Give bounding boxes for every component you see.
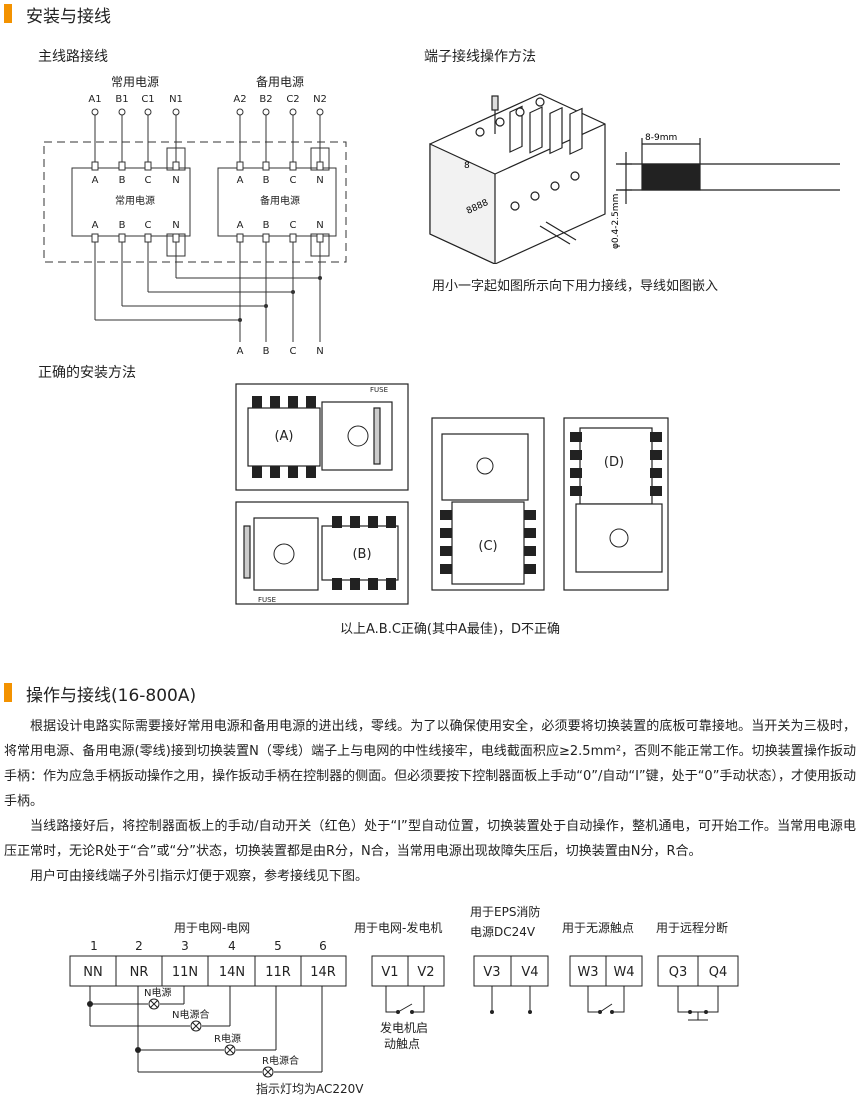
svg-text:Q4: Q4 — [709, 965, 728, 980]
svg-text:B2: B2 — [259, 94, 272, 105]
normal-source-label: 常用电源 — [111, 75, 159, 89]
wiring-title: 主线路接线 — [38, 49, 108, 65]
svg-text:C: C — [290, 175, 297, 186]
lamp-note: 指示灯均为AC220V — [256, 1081, 364, 1096]
label-b: (B) — [352, 547, 371, 562]
svg-text:2: 2 — [135, 939, 143, 953]
grid-title: 用于电网-电网 — [174, 921, 250, 935]
gen-title: 用于电网-发电机 — [354, 920, 442, 935]
backup-breaker-box — [217, 167, 337, 237]
svg-text:B: B — [263, 346, 270, 357]
svg-text:N电源合: N电源合 — [172, 1008, 209, 1021]
backup-source-label: 备用电源 — [256, 75, 304, 89]
svg-text:1: 1 — [90, 939, 98, 953]
svg-text:14N: 14N — [219, 965, 245, 980]
svg-text:6: 6 — [319, 939, 327, 953]
section-title-install: 安装与接线 — [26, 7, 111, 27]
svg-text:C1: C1 — [141, 94, 154, 105]
label-c: (C) — [478, 539, 497, 554]
svg-text:常用电源: 常用电源 — [115, 194, 155, 207]
normal-breaker-box — [71, 167, 191, 237]
svg-text:A: A — [92, 220, 99, 231]
svg-text:V1: V1 — [381, 965, 398, 980]
svg-text:N: N — [172, 220, 179, 231]
svg-text:5: 5 — [274, 939, 282, 953]
svg-text:A: A — [92, 175, 99, 186]
svg-text:N1: N1 — [169, 94, 183, 105]
eps-title-2: 电源DC24V — [470, 925, 536, 939]
svg-text:Q3: Q3 — [669, 965, 688, 980]
svg-text:V3: V3 — [483, 965, 500, 980]
svg-text:11N: 11N — [172, 965, 198, 980]
svg-text:NN: NN — [83, 965, 102, 980]
svg-text:V2: V2 — [417, 965, 434, 980]
terminal-block-illustration: 8-9mm φ0.4-2.5mm 8 8888 — [429, 93, 840, 264]
svg-text:FUSE: FUSE — [370, 386, 388, 394]
svg-text:8: 8 — [464, 161, 470, 171]
svg-text:FUSE: FUSE — [258, 596, 276, 604]
svg-text:C: C — [145, 220, 152, 231]
svg-text:V4: V4 — [521, 965, 538, 980]
paragraph-2: 当线路接好后，将控制器面板上的手动/自动开关（红色）处于“I”型自动位置，切换装… — [4, 819, 856, 859]
svg-text:B: B — [119, 220, 126, 231]
svg-text:B: B — [263, 175, 270, 186]
svg-text:B1: B1 — [115, 94, 128, 105]
svg-text:动触点: 动触点 — [384, 1037, 420, 1051]
svg-text:11R: 11R — [265, 965, 291, 980]
svg-text:N: N — [316, 175, 323, 186]
svg-text:W3: W3 — [577, 965, 598, 980]
dim-diameter: φ0.4-2.5mm — [611, 194, 621, 249]
svg-text:发电机启: 发电机启 — [380, 1020, 428, 1035]
install-title: 正确的安装方法 — [38, 365, 136, 381]
eps-title-1: 用于EPS消防 — [470, 904, 540, 919]
svg-text:A1: A1 — [88, 94, 101, 105]
svg-text:3: 3 — [181, 939, 189, 953]
paragraph-1: 根据设计电路实际需要接好常用电源和备用电源的进出线，零线。为了以确保使用安全，必… — [4, 719, 856, 809]
label-a: (A) — [274, 429, 293, 444]
svg-text:B: B — [263, 220, 270, 231]
dashed-frame — [43, 141, 347, 263]
svg-text:W4: W4 — [613, 965, 634, 980]
auxiliary-terminals-diagram: 用于电网-电网 1 2 3 4 5 6 NN NR 11N 14N 11R 14… — [69, 904, 739, 1096]
svg-text:N: N — [316, 220, 323, 231]
svg-text:N: N — [316, 346, 323, 357]
svg-text:B: B — [119, 175, 126, 186]
terminal-caption: 用小一字起如图所示向下用力接线，导线如图嵌入 — [432, 279, 719, 294]
section-title-operation: 操作与接线(16-800A) — [26, 686, 197, 706]
svg-text:R电源合: R电源合 — [262, 1054, 299, 1067]
install-caption: 以上A.B.C正确(其中A最佳)，D不正确 — [340, 622, 560, 637]
svg-text:C: C — [145, 175, 152, 186]
dry-title: 用于无源触点 — [562, 921, 634, 935]
installation-orientation-diagram: (A) (B) (C) (D) FUSE FUSE — [235, 383, 669, 605]
dim-length: 8-9mm — [645, 133, 677, 143]
svg-text:N电源: N电源 — [144, 986, 171, 999]
svg-text:备用电源: 备用电源 — [260, 194, 300, 207]
svg-text:C: C — [290, 220, 297, 231]
svg-text:C: C — [290, 346, 297, 357]
remote-title: 用于远程分断 — [656, 920, 728, 935]
paragraph-3: 用户可由接线端子外引指示灯便于观察，参考接线见下图。 — [30, 869, 369, 884]
svg-text:A: A — [237, 220, 244, 231]
svg-text:N: N — [172, 175, 179, 186]
svg-text:C2: C2 — [286, 94, 299, 105]
label-d: (D) — [604, 455, 624, 470]
section-marker-2 — [4, 683, 12, 702]
svg-text:A2: A2 — [233, 94, 246, 105]
svg-text:14R: 14R — [310, 965, 336, 980]
section-marker — [4, 4, 12, 23]
terminal-title: 端子接线操作方法 — [424, 49, 536, 65]
svg-text:R电源: R电源 — [214, 1032, 241, 1045]
svg-text:4: 4 — [228, 939, 236, 953]
svg-text:NR: NR — [130, 965, 149, 980]
svg-text:N2: N2 — [313, 94, 327, 105]
svg-text:A: A — [237, 346, 244, 357]
svg-text:A: A — [237, 175, 244, 186]
